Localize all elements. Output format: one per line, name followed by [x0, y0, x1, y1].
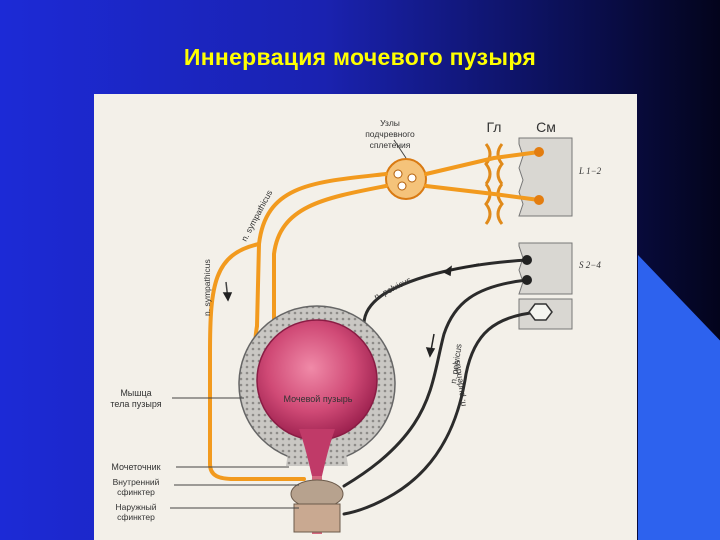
label-muscle-line2: тела пузыря — [110, 399, 161, 409]
innervation-diagram: Узлы подчревного сплетения Гл См L 1−2 S… — [110, 118, 602, 534]
direction-arrows — [222, 263, 480, 358]
sympathetic-nerve-endings — [534, 147, 544, 205]
slide-title: Иннервация мочевого пузыря — [183, 44, 537, 70]
segment-label-lumbar: L 1−2 — [578, 166, 602, 176]
spinal-segment-lumbar — [518, 137, 573, 217]
parasympathetic-nerve-endings — [522, 255, 532, 285]
decorative-corner-shape — [638, 255, 720, 540]
nerve-label-pelvicus-upper: n. pelvicus — [372, 275, 412, 302]
column-label-spinal-cord: См — [536, 119, 556, 135]
label-internal-sphincter-line2: сфинктер — [117, 487, 155, 497]
bladder — [238, 305, 396, 534]
ganglia-label-line1: Узлы — [380, 118, 400, 128]
pudendal-nucleus — [528, 303, 553, 321]
nerve-label-sympathicus-lower: n. sympathicus — [202, 259, 212, 316]
spinal-segment-sacral — [518, 242, 573, 295]
label-external-sphincter-line1: Наружный — [115, 502, 156, 512]
diagram-panel: Узлы подчревного сплетения Гл См L 1−2 S… — [94, 94, 637, 540]
label-external-sphincter-line2: сфинктер — [117, 512, 155, 522]
label-muscle-line1: Мышца — [120, 388, 151, 398]
label-internal-sphincter-line1: Внутренний — [113, 477, 160, 487]
segment-label-sacral: S 2−4 — [579, 260, 601, 270]
hypogastric-plexus-ganglion — [385, 158, 427, 200]
leader-lines — [170, 139, 407, 509]
label-ureter: Мочеточник — [111, 462, 160, 472]
ganglia-label-line3: сплетения — [370, 140, 411, 150]
ganglia-label-line2: подчревного — [365, 129, 415, 139]
bladder-label: Мочевой пузырь — [284, 394, 353, 404]
parasympathetic-nerve-lines — [342, 258, 541, 516]
column-label-ganglia: Гл — [487, 119, 502, 135]
sympathetic-chain-ganglia — [484, 143, 504, 225]
